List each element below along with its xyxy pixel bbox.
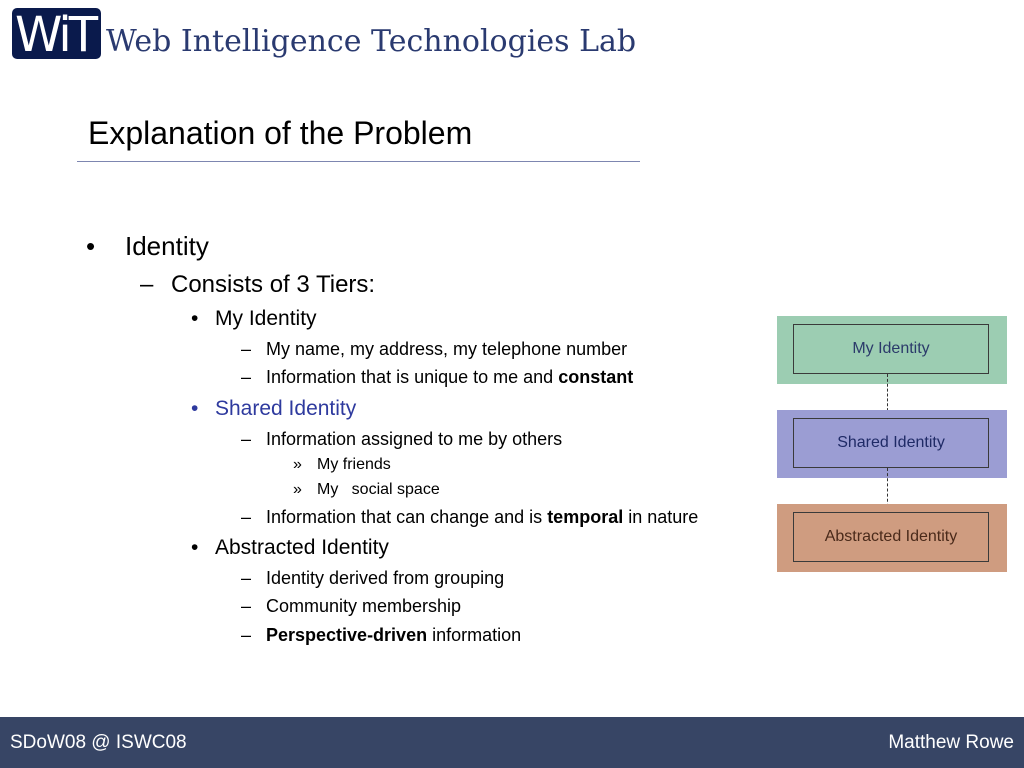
dash-marker: –	[241, 568, 252, 588]
dash-marker: –	[140, 271, 154, 298]
bullet-abs-3: Perspective-driven information	[266, 625, 522, 645]
bullet-marker: •	[86, 231, 96, 261]
bullet-abs-2: Community membership	[266, 596, 462, 616]
dash-marker: –	[241, 507, 252, 527]
diagram-label-my-identity: My Identity	[793, 324, 989, 374]
title-divider	[77, 161, 640, 162]
bullet-my-identity: My Identity	[215, 307, 317, 330]
diagram-label-shared-identity: Shared Identity	[793, 418, 989, 468]
wit-logo: WiT	[12, 7, 101, 63]
bullet-shared-identity: Shared Identity	[215, 397, 357, 420]
diagram-label-abstracted-identity: Abstracted Identity	[793, 512, 989, 562]
bullet-shared-1a: My friends	[317, 456, 391, 473]
dash-marker: –	[241, 596, 252, 616]
diagram-connector	[887, 468, 888, 512]
guillemet-marker: »	[293, 481, 302, 498]
bullet-my-id-2: Information that is unique to me and con…	[266, 367, 634, 387]
guillemet-marker: »	[293, 456, 302, 473]
diagram-box-abstracted-identity: Abstracted Identity	[777, 504, 1007, 572]
diagram-box-shared-identity: Shared Identity	[777, 410, 1007, 478]
lab-name: Web Intelligence Technologies Lab	[106, 24, 637, 59]
footer-event: SDoW08 @ ISWC08	[10, 732, 187, 753]
logo-mark: WiT	[15, 7, 98, 63]
diagram-box-my-identity: My Identity	[777, 316, 1007, 384]
dash-marker: –	[241, 429, 252, 449]
bullet-marker: •	[191, 307, 199, 330]
dash-marker: –	[241, 367, 252, 387]
bullet-shared-2: Information that can change and is tempo…	[266, 507, 699, 527]
bullet-marker: •	[191, 536, 199, 559]
bullet-abstracted-identity: Abstracted Identity	[215, 536, 389, 559]
bullet-shared-1b: My social space	[317, 481, 440, 498]
dash-marker: –	[241, 339, 252, 359]
bullet-marker: •	[191, 397, 199, 420]
bullet-identity: Identity	[125, 231, 209, 261]
footer-bar: SDoW08 @ ISWC08 Matthew Rowe	[0, 717, 1024, 768]
bullet-shared-1: Information assigned to me by others	[266, 429, 563, 449]
dash-marker: –	[241, 625, 252, 645]
bullet-tiers: Consists of 3 Tiers:	[171, 271, 376, 298]
bullet-my-id-1: My name, my address, my telephone number	[266, 339, 628, 359]
slide-title: Explanation of the Problem	[88, 115, 473, 151]
bullet-abs-1: Identity derived from grouping	[266, 568, 505, 588]
footer-author: Matthew Rowe	[888, 732, 1014, 753]
diagram-connector	[887, 374, 888, 416]
